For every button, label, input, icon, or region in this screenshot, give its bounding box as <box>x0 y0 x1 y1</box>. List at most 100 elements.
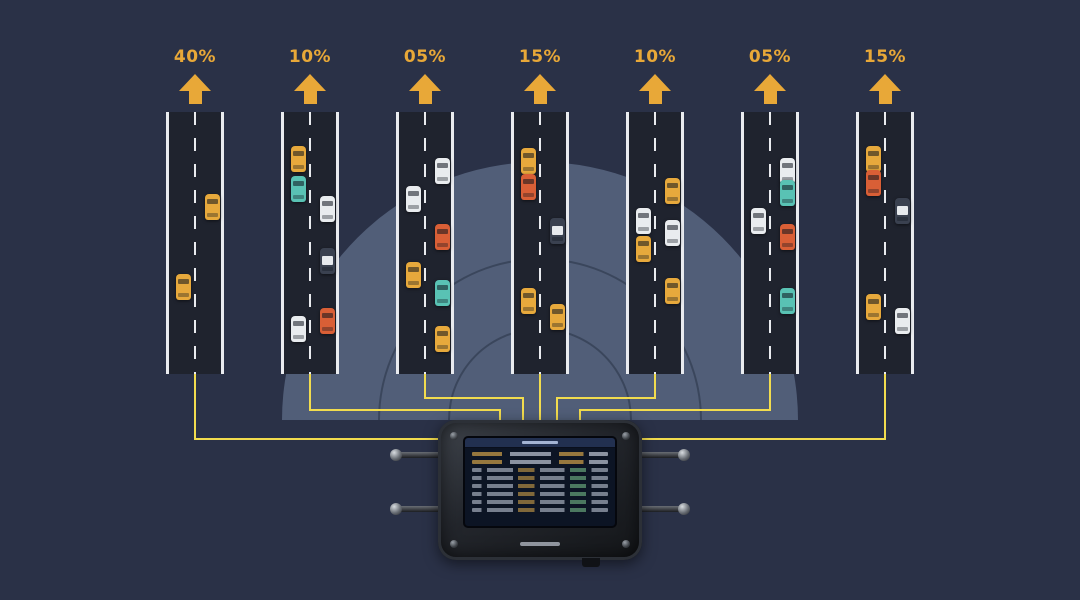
screen-text-row <box>472 452 608 456</box>
connector-line <box>884 374 886 440</box>
antenna-icon <box>632 503 690 515</box>
traffic-radar-device <box>390 420 690 570</box>
car-icon <box>435 280 450 306</box>
car-icon <box>406 262 421 288</box>
car-icon <box>320 248 335 274</box>
connector-line <box>539 374 541 426</box>
car-icon <box>176 274 191 300</box>
connector-line <box>769 374 771 411</box>
lane: 05% <box>396 46 454 374</box>
connector-line <box>579 409 771 411</box>
connector-line <box>424 374 426 399</box>
car-icon <box>320 308 335 334</box>
screen-text-row <box>472 484 608 488</box>
connector-line <box>630 438 886 440</box>
connector-line <box>556 397 656 399</box>
lane: 40% <box>166 46 224 374</box>
road <box>626 112 684 374</box>
car-icon <box>636 208 651 234</box>
car-icon <box>291 146 306 172</box>
car-icon <box>291 176 306 202</box>
antenna-icon <box>390 449 448 461</box>
up-arrow-icon <box>166 74 224 104</box>
connector-line <box>309 374 311 411</box>
car-icon <box>435 326 450 352</box>
lane-percent-label: 05% <box>403 47 447 67</box>
screen-text-row <box>472 460 608 464</box>
car-icon <box>665 178 680 204</box>
car-icon <box>521 288 536 314</box>
device-screen <box>463 436 617 528</box>
car-icon <box>435 224 450 250</box>
car-icon <box>205 194 220 220</box>
device-port <box>582 558 600 567</box>
device-logo <box>520 542 560 546</box>
lane-percent-label: 40% <box>173 47 217 67</box>
connector-line <box>194 438 450 440</box>
lane: 15% <box>511 46 569 374</box>
car-icon <box>435 158 450 184</box>
car-icon <box>780 180 795 206</box>
screen-text-row <box>472 500 608 504</box>
lane-percent-label: 10% <box>633 47 677 67</box>
car-icon <box>895 308 910 334</box>
up-arrow-icon <box>396 74 454 104</box>
car-icon <box>291 316 306 342</box>
antenna-icon <box>390 503 448 515</box>
car-icon <box>665 220 680 246</box>
road <box>166 112 224 374</box>
connector-line <box>522 398 524 426</box>
up-arrow-icon <box>856 74 914 104</box>
lane: 05% <box>741 46 799 374</box>
connector-line <box>424 397 524 399</box>
lane-percent-label: 10% <box>288 47 332 67</box>
car-icon <box>521 174 536 200</box>
device-body <box>438 420 642 560</box>
screen-text-row <box>472 476 608 480</box>
up-arrow-icon <box>281 74 339 104</box>
connector-line <box>579 410 581 426</box>
road <box>281 112 339 374</box>
car-icon <box>866 170 881 196</box>
connector-line <box>309 409 501 411</box>
screw-icon <box>450 540 458 548</box>
lane-percent-label: 05% <box>748 47 792 67</box>
up-arrow-icon <box>511 74 569 104</box>
screen-text-row <box>472 492 608 496</box>
up-arrow-icon <box>626 74 684 104</box>
car-icon <box>665 278 680 304</box>
road <box>856 112 914 374</box>
car-icon <box>406 186 421 212</box>
car-icon <box>780 288 795 314</box>
connector-line <box>654 374 656 399</box>
connector-line <box>194 374 196 440</box>
car-icon <box>751 208 766 234</box>
car-icon <box>866 294 881 320</box>
car-icon <box>320 196 335 222</box>
car-icon <box>636 236 651 262</box>
car-icon <box>780 158 795 184</box>
up-arrow-icon <box>741 74 799 104</box>
road <box>741 112 799 374</box>
road <box>511 112 569 374</box>
car-icon <box>866 146 881 172</box>
car-icon <box>550 304 565 330</box>
car-icon <box>780 224 795 250</box>
lane: 10% <box>281 46 339 374</box>
screen-text-row <box>472 508 608 512</box>
connector-line <box>556 398 558 426</box>
screen-title-bar <box>465 438 615 448</box>
car-icon <box>521 148 536 174</box>
screw-icon <box>450 432 458 440</box>
connector-line <box>499 410 501 426</box>
screen-text-row <box>472 468 608 472</box>
antenna-icon <box>632 449 690 461</box>
road <box>396 112 454 374</box>
lane-percent-label: 15% <box>863 47 907 67</box>
screw-icon <box>622 540 630 548</box>
lane-percent-label: 15% <box>518 47 562 67</box>
screw-icon <box>622 432 630 440</box>
lane: 15% <box>856 46 914 374</box>
car-icon <box>550 218 565 244</box>
